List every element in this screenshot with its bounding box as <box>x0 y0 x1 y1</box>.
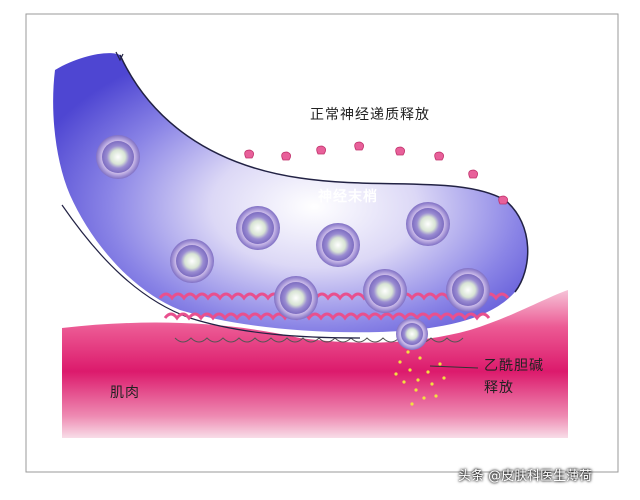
vesicle <box>316 223 360 267</box>
label-ach-line1: 乙酰胆碱 <box>484 355 544 375</box>
vesicle <box>274 276 318 320</box>
vesicle <box>96 135 140 179</box>
label-nerve-terminal: 神经末梢 <box>318 186 378 206</box>
vesicle-fusing <box>396 318 428 350</box>
watermark: 头条 @皮肤科医生薄荷 <box>458 465 592 484</box>
label-normal-release: 正常神经递质释放 <box>310 104 430 124</box>
label-ach-line2: 释放 <box>484 377 514 397</box>
vesicle <box>446 268 490 312</box>
vesicle <box>170 239 214 283</box>
vesicle <box>406 202 450 246</box>
vesicle <box>236 206 280 250</box>
vesicle <box>363 269 407 313</box>
label-muscle: 肌肉 <box>110 382 140 402</box>
